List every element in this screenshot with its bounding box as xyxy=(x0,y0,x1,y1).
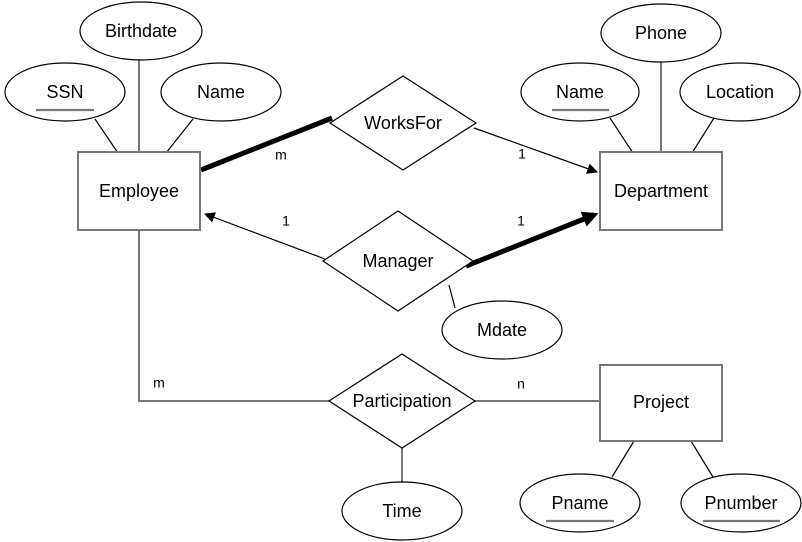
relationship-manager[interactable]: Manager xyxy=(321,210,475,312)
attribute-ellipse xyxy=(520,62,640,122)
attribute-mdate[interactable]: Mdate xyxy=(441,300,563,360)
relationship-diamond xyxy=(328,75,478,171)
entity-label: Project xyxy=(633,392,689,412)
entity-nodes: Employee Department Project xyxy=(77,151,723,442)
edge-worksfor-department xyxy=(473,127,599,174)
cardinality-label-participation-project: n xyxy=(517,376,525,392)
attribute-label: Pnumber xyxy=(704,493,777,513)
relationship-diamond xyxy=(321,210,475,312)
attribute-label: Time xyxy=(382,501,421,521)
attribute-ellipse xyxy=(441,300,563,360)
cardinality-label-participation-employee: m xyxy=(153,375,165,391)
relationship-worksfor[interactable]: WorksFor xyxy=(328,75,478,171)
edge-manager-employee xyxy=(203,212,326,260)
attribute-employee-name[interactable]: Name xyxy=(160,62,282,122)
attribute-label: SSN xyxy=(46,82,83,102)
entity-label: Employee xyxy=(99,181,179,201)
entity-employee[interactable]: Employee xyxy=(77,151,201,231)
relationship-label: WorksFor xyxy=(364,113,442,133)
relationship-nodes: WorksFor Manager Participation xyxy=(321,75,478,449)
attribute-ellipse xyxy=(679,62,801,122)
attribute-ellipse xyxy=(160,62,282,122)
attribute-phone[interactable]: Phone xyxy=(600,3,722,63)
attribute-label: Phone xyxy=(635,23,687,43)
connector-pname-project xyxy=(611,440,635,478)
connector-mdate-manager xyxy=(448,284,456,309)
entity-rect xyxy=(599,364,723,442)
edge-manager-department xyxy=(465,211,599,269)
attribute-label: Pname xyxy=(551,493,608,513)
relationship-participation[interactable]: Participation xyxy=(327,353,477,449)
cardinality-labels: m 1 1 1 m n xyxy=(153,146,526,392)
cardinality-label-worksfor-department: 1 xyxy=(518,146,526,162)
attribute-ellipse xyxy=(4,62,126,122)
attribute-ellipse xyxy=(680,473,802,533)
entity-project[interactable]: Project xyxy=(599,364,723,442)
relationship-label: Manager xyxy=(362,251,433,271)
attribute-ellipse xyxy=(79,1,203,61)
attribute-label: Location xyxy=(706,82,774,102)
attribute-nodes: SSN Birthdate Name Name Phone Location M… xyxy=(4,1,802,541)
attribute-pname[interactable]: Pname xyxy=(519,473,641,533)
entity-label: Department xyxy=(614,181,708,201)
connector-lines xyxy=(94,60,715,482)
attribute-label: Birthdate xyxy=(105,21,177,41)
attribute-label: Name xyxy=(556,82,604,102)
attribute-ellipse xyxy=(600,3,722,63)
attribute-location[interactable]: Location xyxy=(679,62,801,122)
cardinality-label-manager-employee: 1 xyxy=(282,213,290,229)
connector-ssn-employee xyxy=(94,118,119,154)
attribute-label: Name xyxy=(197,82,245,102)
connector-pnumber-project xyxy=(690,440,714,478)
entity-rect xyxy=(77,151,201,231)
connector-deptname-department xyxy=(609,117,634,154)
attribute-time[interactable]: Time xyxy=(341,481,463,541)
relationship-label: Participation xyxy=(352,391,451,411)
attribute-ssn[interactable]: SSN xyxy=(4,62,126,122)
edge-employee-participation xyxy=(138,230,330,402)
cardinality-label-worksfor-employee: m xyxy=(275,147,287,163)
attribute-pnumber[interactable]: Pnumber xyxy=(680,473,802,533)
attribute-department-name[interactable]: Name xyxy=(520,62,640,122)
connector-empname-employee xyxy=(165,118,194,154)
connector-location-department xyxy=(691,117,715,154)
attribute-label: Mdate xyxy=(477,320,527,340)
attribute-birthdate[interactable]: Birthdate xyxy=(79,1,203,61)
edge-employee-worksfor xyxy=(200,115,333,173)
attribute-ellipse xyxy=(519,473,641,533)
cardinality-label-manager-department: 1 xyxy=(517,213,525,229)
entity-department[interactable]: Department xyxy=(599,151,723,231)
attribute-ellipse xyxy=(341,481,463,541)
entity-rect xyxy=(599,151,723,231)
relationship-diamond xyxy=(327,353,477,449)
